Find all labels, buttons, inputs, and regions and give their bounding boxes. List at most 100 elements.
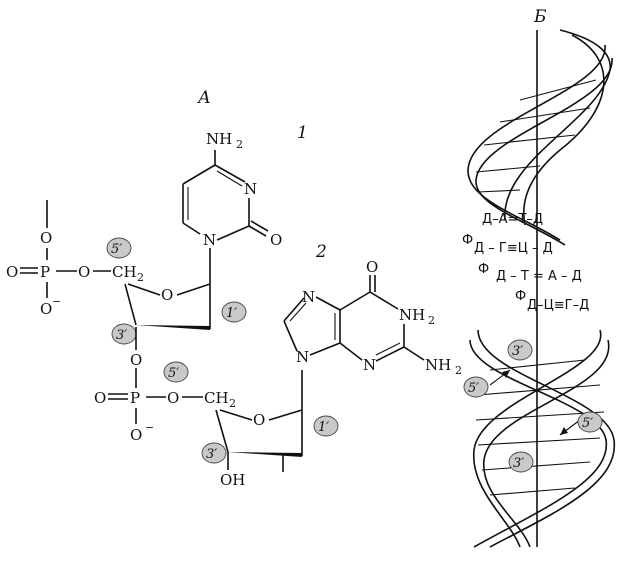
- atom-ch2-2: CH: [204, 389, 229, 407]
- sugar1-c4-c3: [124, 283, 137, 326]
- sugar2-c4-c3: [215, 409, 229, 453]
- lower-rung-6: [489, 487, 576, 496]
- base-pair-4: Д–Ц≡Г–Д: [527, 298, 589, 313]
- upper-rung-4: [475, 165, 541, 173]
- atom-o-top-1: O: [40, 229, 52, 247]
- atom-o-ring-1: O: [161, 286, 173, 304]
- phosphate-3: Ф: [515, 289, 526, 304]
- prime-5-lower: 5′: [168, 366, 179, 381]
- atom-ch2-1: CH: [112, 263, 137, 281]
- atom-o-ester-1: O: [78, 263, 90, 281]
- strand-2-lower-edge-b: [477, 329, 615, 548]
- lower-rung-2: [477, 384, 601, 396]
- atom-nh-gua-sub: 2: [428, 314, 435, 327]
- atom-p1: P: [40, 263, 50, 281]
- arrow-up-head: [502, 370, 510, 378]
- phosphate-2: Ф: [478, 262, 489, 277]
- sugar2-c4-o: [219, 409, 253, 421]
- prime-3-lower: 3′: [206, 447, 217, 462]
- upper-rung-1: [519, 79, 597, 101]
- atom-n-cyt-3: N: [244, 180, 257, 198]
- prime-badge-1-lower: [313, 415, 339, 437]
- gua-c8-n7: [283, 297, 305, 322]
- lower-rung-4: [477, 437, 601, 446]
- gua-c2-nh2: [403, 346, 425, 361]
- sugar1-bottom-wedge: [136, 325, 210, 330]
- prime-badge-5-upper: [106, 237, 132, 259]
- base-pair-3: Д – Т = А – Д: [496, 269, 582, 284]
- prime-1-lower: 1′: [318, 420, 329, 435]
- prime-1-upper: 1′: [226, 306, 237, 321]
- gua-n9-c8: [283, 320, 298, 352]
- helix-badge-5-right: [577, 411, 603, 433]
- base-pair-2: Д – Г≡Ц – Д: [474, 241, 553, 256]
- cyt-n1-c6: [182, 222, 201, 235]
- sugar1-c4-o: [127, 283, 161, 296]
- cyt-c2-o-a: [248, 225, 267, 237]
- gua-c2-n3: [375, 346, 405, 362]
- sugar2-bottom-wedge: [228, 452, 302, 457]
- gua-n7-c5: [315, 296, 341, 311]
- cyt-c2-n1: [216, 225, 250, 241]
- gua-c2-n3-double: [375, 342, 401, 356]
- charge-minus-1: −: [52, 295, 61, 308]
- panel-label-b: Б: [533, 7, 547, 27]
- atom-o-ring-2: O: [253, 411, 265, 429]
- phosphate-1: Ф: [462, 233, 473, 248]
- atom-nh2-gua: NH: [425, 356, 451, 374]
- atom-nh2-gua-sub: 2: [455, 364, 462, 377]
- upper-rung-3: [483, 134, 576, 146]
- atom-nh-gua: NH: [399, 306, 425, 324]
- helix-prime-3-lower: 3′: [513, 456, 524, 471]
- helix-prime-5-right: 5′: [582, 416, 593, 431]
- cyt-c5-c4: [182, 164, 216, 185]
- atom-o-minus-2: O: [130, 426, 142, 444]
- cyt-c2-o-b: [250, 220, 269, 232]
- strand-1-lower-edge-b: [483, 339, 610, 548]
- atom-o-cyt: O: [270, 231, 282, 249]
- helix-prime-5-left: 5′: [468, 381, 479, 396]
- gua-c4-n9: [309, 342, 341, 356]
- base-pair-1: Д–А=Т–Д: [482, 212, 543, 227]
- lower-rung-5: [481, 461, 591, 471]
- gua-c5-c6: [339, 291, 371, 311]
- helix-badge-5-left: [463, 376, 489, 398]
- helix-badge-3-lower: [508, 451, 534, 473]
- guanine-number: 2: [315, 242, 327, 262]
- panel-label-a: А: [197, 88, 211, 108]
- cyt-c4-n3-double: [216, 170, 243, 187]
- prime-badge-5-lower: [163, 361, 189, 383]
- atom-n-gua-3: N: [363, 356, 376, 374]
- strand-2-upper-edge-b: [523, 34, 605, 226]
- atom-nh2-cyt: NH: [206, 130, 232, 148]
- prime-badge-1-upper: [221, 301, 247, 323]
- strand-2-lower-edge-a: [469, 339, 607, 548]
- lower-rung-1: [489, 359, 586, 371]
- atom-nh2-cyt-sub: 2: [236, 138, 243, 151]
- helix-badge-3-upper: [507, 339, 533, 361]
- atom-n-gua-7: N: [302, 288, 315, 306]
- prime-3-upper: 3′: [116, 328, 127, 343]
- atom-oh: OH: [220, 471, 245, 489]
- helix-prime-3-upper: 3′: [512, 344, 523, 359]
- prime-badge-3-lower: [201, 442, 227, 464]
- prime-5-upper: 5′: [111, 242, 122, 257]
- charge-minus-2: −: [145, 421, 154, 434]
- atom-n-cyt-1: N: [203, 231, 216, 249]
- gua-c6-n1: [369, 291, 399, 310]
- atom-o-gua: O: [366, 258, 378, 276]
- upper-rung-5: [477, 189, 521, 193]
- strand-2-upper-edge-a: [504, 29, 611, 221]
- gua-c8-n7-double: [289, 302, 307, 322]
- strand-1-upper-edge-a: [467, 44, 606, 241]
- arrow-down-head: [560, 427, 568, 435]
- atom-n-gua-9: N: [296, 348, 309, 366]
- atom-o-double-2: O: [94, 389, 106, 407]
- gua-n3-c4: [339, 342, 363, 361]
- atom-ch2-2-sub: 2: [229, 397, 236, 410]
- atom-o-bridge: O: [130, 351, 142, 369]
- sugar1-o-c1: [176, 283, 211, 296]
- upper-rung-2: [499, 107, 591, 123]
- atom-ch2-1-sub: 2: [137, 271, 144, 284]
